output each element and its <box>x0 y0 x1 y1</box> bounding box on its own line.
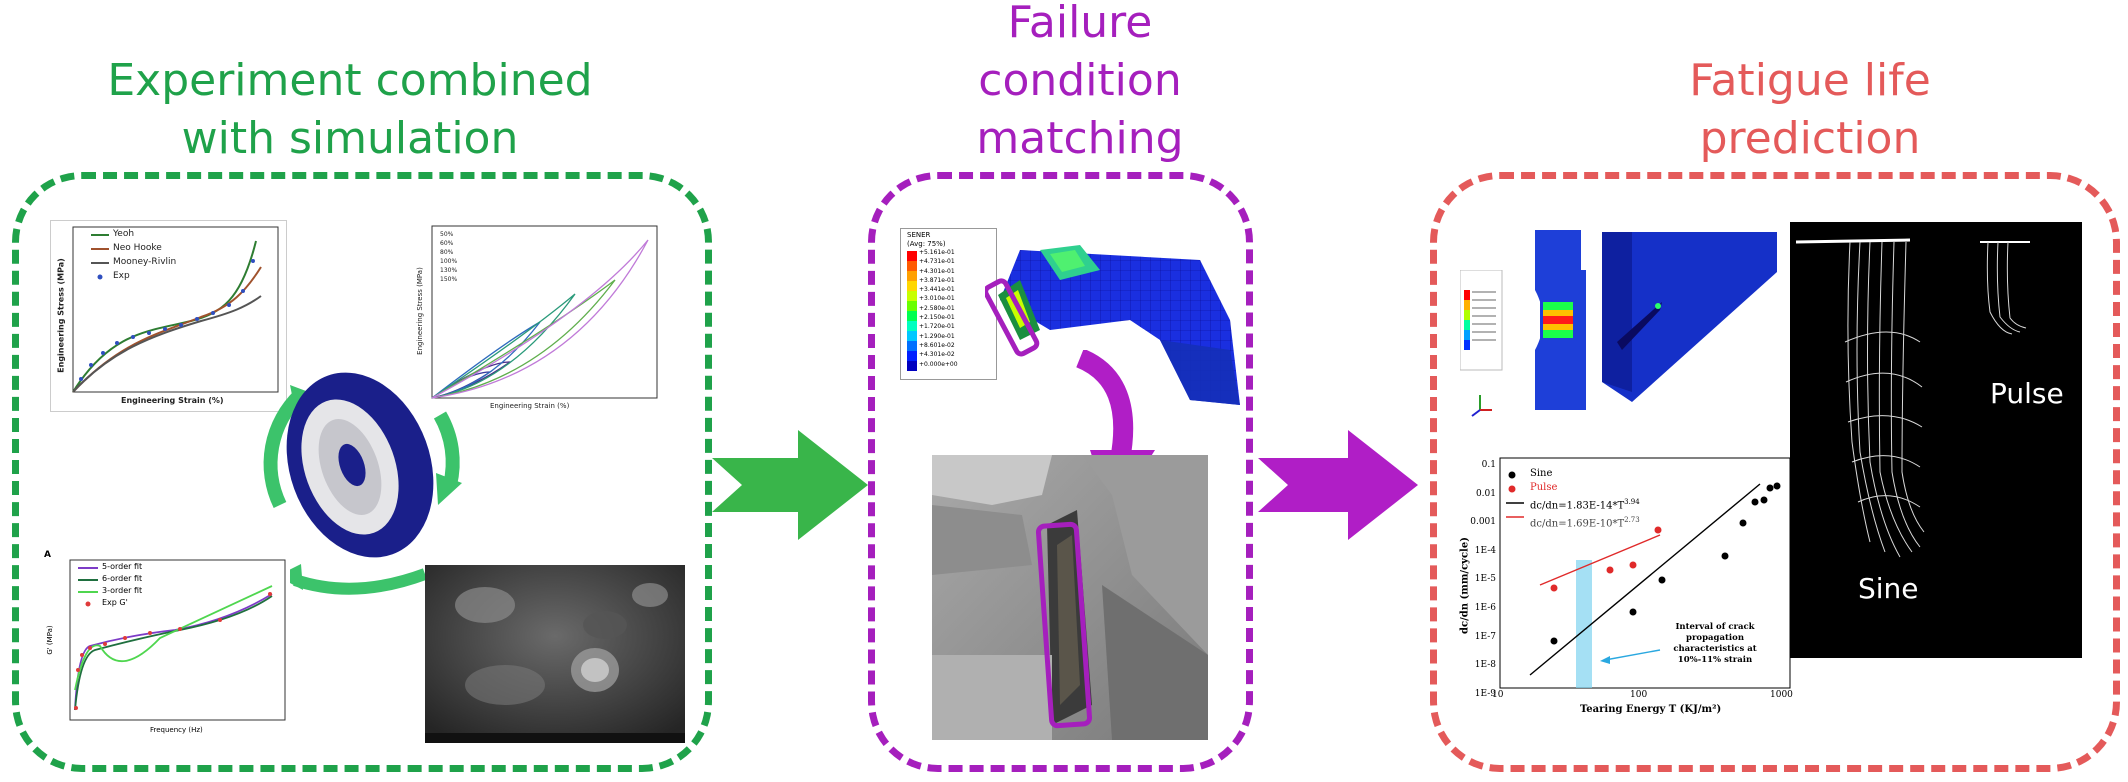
fit-red-text: dc/dn=1.69E-10*T <box>1530 518 1625 530</box>
contour-value: +2.580e-01 <box>919 304 955 312</box>
contour-value: +3.441e-01 <box>919 286 955 294</box>
ytick: 1E-6 <box>1474 602 1496 613</box>
sine-label: Sine <box>1858 572 1919 605</box>
crack-tip-mesh-icon <box>1602 232 1777 402</box>
legend-neo-hooke: Neo Hooke <box>113 243 162 253</box>
title-middle-line3: matching <box>976 113 1184 164</box>
crack-chart-legend: Sine Pulse dc/dn=1.83E-14*T3.94 dc/dn=1.… <box>1530 467 1640 532</box>
svg-text:150%: 150% <box>440 276 457 283</box>
fe-mesh-icon <box>998 245 1240 405</box>
annotation-line: Interval of crack <box>1675 622 1755 632</box>
specimen-strip-icon <box>1535 230 1581 410</box>
legend-6-order: 6-order fit <box>102 574 143 583</box>
crack-pattern-image: Pulse Sine <box>1790 222 2082 658</box>
contour-value: +3.871e-01 <box>919 276 955 284</box>
contour-value: +1.720e-01 <box>919 323 955 331</box>
contour-value: +5.161e-01 <box>919 249 955 256</box>
ytick: 1E-7 <box>1474 631 1496 642</box>
legend-yeoh: Yeoh <box>113 229 135 239</box>
legend-fit-black: dc/dn=1.83E-14*T3.94 <box>1530 495 1640 513</box>
sem-micrograph-icon <box>425 565 685 743</box>
panel-letter: A <box>44 550 51 560</box>
title-middle: Failure condition matching <box>880 0 1280 168</box>
hysteresis-chart: 50% 60% 80% 100% 130% 150% Engineering Strai… <box>410 222 660 417</box>
panel-middle <box>868 172 1253 772</box>
stress-strain-xlabel: Engineering Strain (%) <box>121 396 224 405</box>
xtick-1000: 1000 <box>1770 690 1793 700</box>
contour-legend: SENER (Avg: 75%) +5.161e-01 +4.731e-01 +… <box>900 228 997 380</box>
fit-red-exponent: 2.73 <box>1624 516 1640 525</box>
crack-chart-ylabel: dc/dn (mm/cycle) <box>1459 537 1471 634</box>
legend-exp: Exp <box>113 271 130 281</box>
tire-icon <box>263 372 462 558</box>
title-middle-line1: Failure <box>1007 0 1153 48</box>
title-middle-line2: condition <box>978 55 1182 106</box>
title-left-line2: with simulation <box>181 113 519 164</box>
legend-sine: Sine <box>1530 468 1553 479</box>
fit-black-text: dc/dn=1.83E-14*T <box>1530 500 1625 512</box>
modulus-xlabel: Frequency (Hz) <box>150 726 203 734</box>
stress-strain-chart: Yeoh Neo Hooke Mooney-Rivlin Exp Enginee… <box>50 220 287 412</box>
mesh-highlight-box-icon <box>985 278 1040 357</box>
pulse-label: Pulse <box>1990 377 2064 410</box>
contour-value: +8.601e-02 <box>919 341 955 349</box>
svg-text:130%: 130% <box>440 267 457 274</box>
legend-pulse: Pulse <box>1530 482 1558 493</box>
legend-mooney-rivlin: Mooney-Rivlin <box>113 257 177 267</box>
svg-text:60%: 60% <box>440 240 454 247</box>
ytick: 0.001 <box>1470 517 1496 528</box>
modulus-chart: A 5-order fit 6-order fit 3-order fit Ex… <box>40 550 290 740</box>
contour-value: +2.150e-01 <box>919 314 955 322</box>
ytick: 1E-9 <box>1474 688 1496 699</box>
title-left: Experiment combined with simulation <box>40 52 660 168</box>
crack-photo-icon <box>932 455 1208 740</box>
svg-text:50%: 50% <box>440 231 454 238</box>
modulus-ylabel: G' (MPa) <box>46 625 54 655</box>
stress-strain-ylabel: Engineering Stress (MPa) <box>56 258 66 373</box>
ytick: 1E-8 <box>1474 660 1496 671</box>
fit-black-exponent: 3.94 <box>1624 498 1640 506</box>
flow-arrow-purple-icon <box>1258 430 1418 540</box>
crack-chart-yticks: 0.1 0.01 0.001 1E-4 1E-5 1E-6 1E-7 1E-8 … <box>1462 451 1496 708</box>
legend-exp-g: Exp G' <box>102 598 128 607</box>
title-left-line1: Experiment combined <box>107 55 593 106</box>
contour-value: +4.301e-01 <box>919 267 955 275</box>
ytick: 1E-4 <box>1474 545 1496 556</box>
legend-fit-red: dc/dn=1.69E-10*T2.73 <box>1530 513 1640 531</box>
annotation-line: 10%-11% strain <box>1677 655 1753 665</box>
ytick: 0.1 <box>1481 460 1496 470</box>
crack-chart-annotation: Interval of crack propagation characteri… <box>1660 622 1770 666</box>
legend-5-order: 5-order fit <box>102 562 143 571</box>
ytick: 1E-5 <box>1474 574 1496 585</box>
title-right-line1: Fatigue life <box>1689 55 1931 106</box>
panel-right <box>1430 172 2120 772</box>
svg-text:80%: 80% <box>440 249 454 256</box>
crack-chart-xlabel: Tearing Energy T (KJ/m²) <box>1580 704 1722 715</box>
title-right-line2: prediction <box>1699 113 1921 164</box>
contour-value: +1.290e-01 <box>919 332 955 340</box>
title-right: Fatigue life prediction <box>1610 52 2010 168</box>
contour-values: +5.161e-01 +4.731e-01 +4.301e-01 +3.871e… <box>919 248 958 369</box>
xtick-100: 100 <box>1630 690 1648 700</box>
hysteresis-xlabel: Engineering Strain (%) <box>490 402 570 410</box>
contour-legend-title: SENER <box>907 231 931 239</box>
contour-value: +4.301e-02 <box>919 351 955 359</box>
panel-left <box>12 172 712 772</box>
contour-legend-sub: (Avg: 75%) <box>907 240 946 248</box>
flow-arrow-green-icon <box>712 430 868 540</box>
svg-text:100%: 100% <box>440 258 457 265</box>
annotation-line: propagation <box>1686 633 1744 643</box>
legend-3-order: 3-order fit <box>102 586 143 595</box>
cycle-arrows-icon <box>277 564 428 595</box>
xtick-10: 10 <box>1492 690 1504 700</box>
contour-value: +4.731e-01 <box>919 258 955 266</box>
contour-value: +3.010e-01 <box>919 295 955 303</box>
annotation-line: characteristics at <box>1673 644 1757 654</box>
contour-value: +0.000e+00 <box>919 360 958 368</box>
ytick: 0.01 <box>1475 488 1496 499</box>
